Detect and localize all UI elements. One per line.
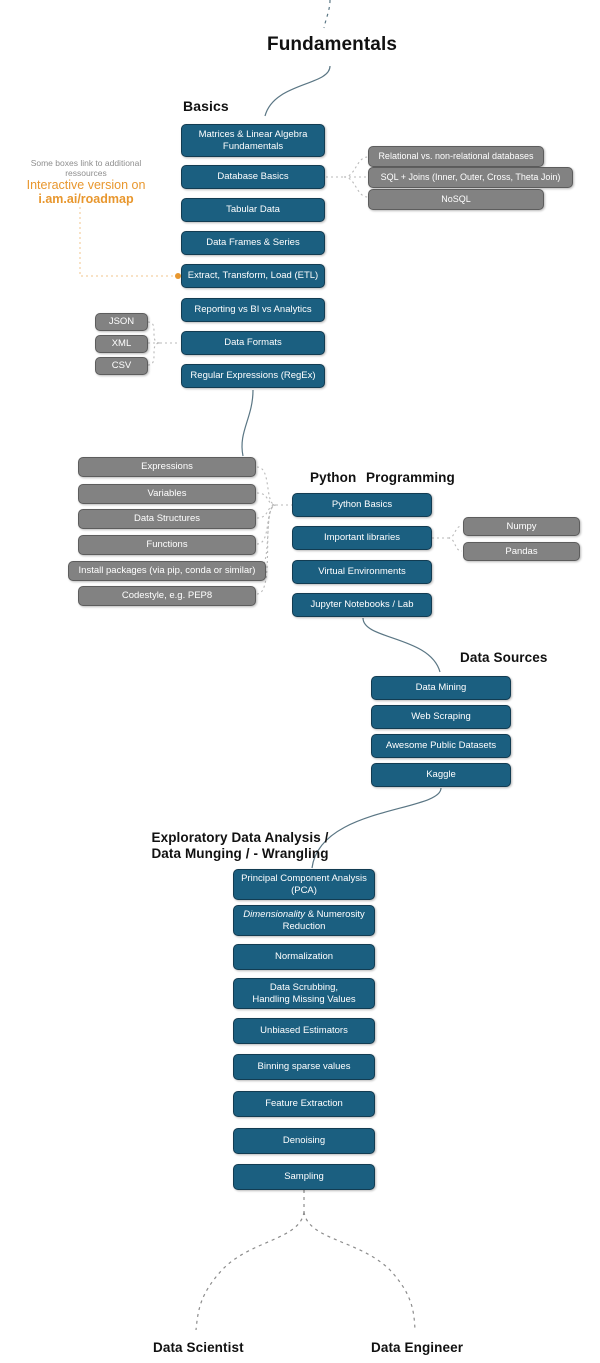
note-interactive-version[interactable]: Interactive version on i.am.ai/roadmap	[10, 178, 162, 206]
node-dimensionality-numerosity-reduction[interactable]: Dimensionality & Numerosity Reduction	[233, 905, 375, 936]
title-python-programming-part2: Programming	[366, 470, 455, 485]
node-web-scraping[interactable]: Web Scraping	[371, 705, 511, 729]
wire-py-2	[256, 492, 277, 506]
node-sql-joins[interactable]: SQL + Joins (Inner, Outer, Cross, Theta …	[368, 167, 573, 188]
wire-py-4	[256, 504, 277, 545]
wire-basics-python	[241, 389, 254, 457]
node-data-mining[interactable]: Data Mining	[371, 676, 511, 700]
node-install-packages[interactable]: Install packages (via pip, conda or simi…	[68, 561, 266, 581]
note-interactive-line1: Interactive version on	[26, 178, 146, 192]
title-exploratory-data-analysis: Exploratory Data Analysis / Data Munging…	[151, 830, 329, 861]
title-python-programming-part1: Python	[310, 470, 357, 485]
link-marker-dot[interactable]	[175, 273, 181, 279]
node-expressions[interactable]: Expressions	[78, 457, 256, 477]
node-binning-sparse-values[interactable]: Binning sparse values	[233, 1054, 375, 1080]
wire-note-etl	[79, 206, 178, 277]
node-data-structures[interactable]: Data Structures	[78, 509, 256, 529]
node-denoising[interactable]: Denoising	[233, 1128, 375, 1154]
node-principal-component-analysis[interactable]: Principal Component Analysis (PCA)	[233, 869, 375, 900]
wire-lib-2	[447, 537, 463, 552]
node-numpy[interactable]: Numpy	[463, 517, 580, 536]
title-basics: Basics	[183, 98, 229, 114]
node-python-basics[interactable]: Python Basics	[292, 493, 432, 517]
node-matrices-linear-algebra[interactable]: Matrices & Linear Algebra Fundamentals	[181, 124, 325, 157]
node-database-basics[interactable]: Database Basics	[181, 165, 325, 189]
wire-fork-left	[195, 1211, 305, 1331]
wire-db-3	[343, 176, 369, 198]
node-json[interactable]: JSON	[95, 313, 148, 331]
node-nosql[interactable]: NoSQL	[368, 189, 544, 210]
wire-df-3	[147, 342, 161, 366]
node-awesome-public-datasets[interactable]: Awesome Public Datasets	[371, 734, 511, 758]
node-variables[interactable]: Variables	[78, 484, 256, 504]
node-dimensionality-rest: & Numerosity Reduction	[282, 909, 365, 932]
note-interactive-url[interactable]: i.am.ai/roadmap	[38, 192, 134, 206]
node-dimensionality-italic: Dimensionality	[243, 909, 306, 920]
node-pandas[interactable]: Pandas	[463, 542, 580, 561]
node-csv[interactable]: CSV	[95, 357, 148, 375]
node-regular-expressions[interactable]: Regular Expressions (RegEx)	[181, 364, 325, 388]
node-virtual-environments[interactable]: Virtual Environments	[292, 560, 432, 584]
node-sampling[interactable]: Sampling	[233, 1164, 375, 1190]
wire-py-3	[256, 504, 277, 519]
node-relational-vs-non-relational[interactable]: Relational vs. non-relational databases	[368, 146, 544, 167]
wire-fundamentals-basics	[264, 65, 331, 117]
wire-top-in	[323, 0, 331, 29]
node-data-scrubbing[interactable]: Data Scrubbing, Handling Missing Values	[233, 978, 375, 1009]
node-normalization[interactable]: Normalization	[233, 944, 375, 970]
title-data-engineer: Data Engineer	[371, 1340, 464, 1355]
wire-lib-1	[447, 525, 463, 539]
node-xml[interactable]: XML	[95, 335, 148, 353]
wire-df-1	[147, 321, 161, 344]
node-codestyle-pep8[interactable]: Codestyle, e.g. PEP8	[78, 586, 256, 606]
node-important-libraries[interactable]: Important libraries	[292, 526, 432, 550]
node-kaggle[interactable]: Kaggle	[371, 763, 511, 787]
node-reporting-vs-bi-vs-analytics[interactable]: Reporting vs BI vs Analytics	[181, 298, 325, 322]
node-jupyter-notebooks[interactable]: Jupyter Notebooks / Lab	[292, 593, 432, 617]
title-data-scientist: Data Scientist	[153, 1340, 244, 1355]
wire-db-1	[343, 156, 369, 178]
node-functions[interactable]: Functions	[78, 535, 256, 555]
wire-python-datasources	[362, 617, 441, 673]
node-extract-transform-load[interactable]: Extract, Transform, Load (ETL)	[181, 264, 325, 288]
node-data-frames-series[interactable]: Data Frames & Series	[181, 231, 325, 255]
node-data-formats[interactable]: Data Formats	[181, 331, 325, 355]
title-fundamentals: Fundamentals	[267, 34, 397, 55]
wire-py-1	[256, 466, 277, 506]
wire-fork-right	[303, 1211, 416, 1331]
node-unbiased-estimators[interactable]: Unbiased Estimators	[233, 1018, 375, 1044]
node-feature-extraction[interactable]: Feature Extraction	[233, 1091, 375, 1117]
title-data-sources: Data Sources	[460, 650, 548, 665]
node-tabular-data[interactable]: Tabular Data	[181, 198, 325, 222]
note-link-hint: Some boxes link to additional ressources	[30, 158, 142, 178]
